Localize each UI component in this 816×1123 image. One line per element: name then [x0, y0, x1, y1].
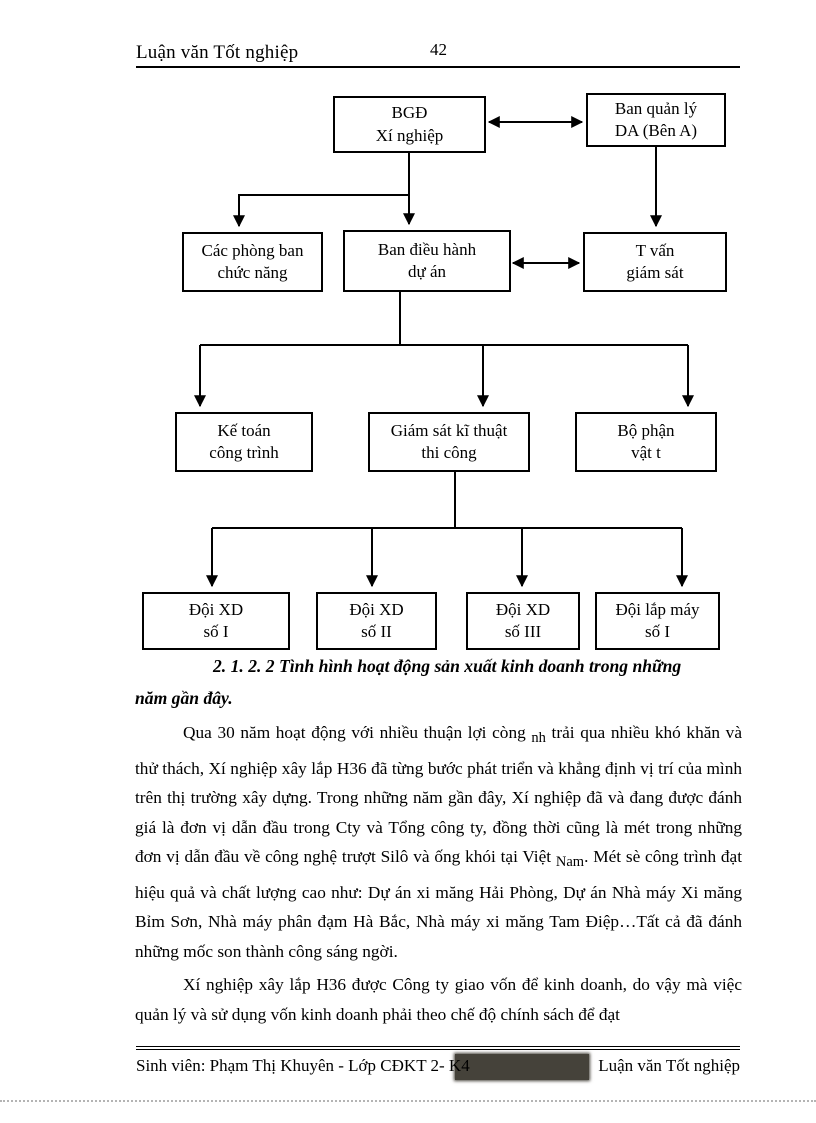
org-box-label: số I: [644, 622, 671, 641]
org-box-label: Đội XD: [495, 599, 551, 619]
org-box-doi-xd-3: Đội XD số III: [466, 592, 580, 650]
org-box-ban-dieu-hanh: Ban điều hành dự án: [343, 230, 511, 292]
org-box-label: Đội XD: [188, 599, 244, 619]
header-title: Luận văn Tốt nghiệp: [136, 42, 299, 63]
paragraph-1: Qua 30 năm hoạt động với nhiều thuận lợi…: [135, 718, 742, 966]
org-box-bgd-xi-nghiep: BGĐ Xí nghiệp: [333, 96, 486, 153]
org-box-label: Đội XD: [349, 599, 404, 619]
org-box-giam-sat-ki-thuat: Giám sát kĩ thuật thi công: [368, 412, 530, 472]
section-heading-line2: năm gần đây.: [135, 688, 233, 708]
paragraph-text: Qua 30 năm hoạt động với nhiều thuận lợi…: [183, 723, 532, 742]
section-heading: 2. 1. 2. 2 Tình hình hoạt động sản xuất …: [135, 650, 742, 714]
footer-right: Luận văn Tốt nghiệp: [598, 1056, 740, 1075]
org-box-label: thi công: [421, 443, 477, 462]
header-rule: [136, 66, 740, 68]
org-box-doi-lap-may: Đội lắp máy số I: [595, 592, 720, 650]
org-box-tu-van-giam-sat: T vấn giám sát: [583, 232, 727, 292]
paragraph-text: Nam: [555, 854, 585, 870]
footer-shade-artifact: [455, 1054, 589, 1080]
org-box-label: Các phòng ban: [201, 240, 304, 260]
org-box-label: Xí nghiệp: [375, 125, 444, 145]
section-heading-line1: 2. 1. 2. 2 Tình hình hoạt động sản xuất …: [213, 656, 682, 676]
footer-left: Sinh viên: Phạm Thị Khuyên - Lớp CĐKT 2-…: [136, 1056, 470, 1075]
footer-rule: [136, 1046, 740, 1050]
org-box-label: Bộ phận: [617, 420, 675, 440]
org-box-label: Kế toán: [217, 420, 271, 440]
page-number: 42: [430, 40, 447, 59]
paragraph-text: trải qua nhiều khó khăn và thử thách, Xí…: [135, 723, 742, 866]
org-box-label: chức năng: [217, 263, 288, 282]
org-box-label: Giám sát kĩ thuật: [390, 420, 508, 440]
org-box-label: số II: [361, 622, 392, 641]
footer: Sinh viên: Phạm Thị Khuyên - Lớp CĐKT 2-…: [136, 1056, 740, 1076]
org-box-label: Đội lắp máy: [615, 599, 700, 619]
paragraph-text: nh: [531, 730, 546, 746]
org-box-label: công trình: [209, 443, 279, 462]
org-box-label: Ban quản lý: [614, 98, 698, 118]
org-box-doi-xd-1: Đội XD số I: [142, 592, 290, 650]
org-box-doi-xd-2: Đội XD số II: [316, 592, 437, 650]
org-box-label: BGĐ: [391, 103, 428, 123]
paragraph-text: . Mét sè công trình đạt hiệu quả và chất…: [135, 847, 743, 961]
org-box-ke-toan: Kế toán công trình: [175, 412, 313, 472]
org-box-label: DA (Bên A): [614, 121, 698, 140]
org-box-label: T vấn: [635, 240, 675, 260]
org-box-label: giám sát: [626, 263, 684, 282]
org-box-label: Ban điều hành: [377, 239, 477, 259]
org-box-bo-phan-vat-tu: Bộ phận vật t: [575, 412, 717, 472]
org-box-ban-quan-ly-da: Ban quản lý DA (Bên A): [586, 93, 726, 147]
bottom-dotted-line: [0, 1100, 816, 1102]
org-box-cac-phong-ban: Các phòng ban chức năng: [182, 232, 323, 292]
body-text: 2. 1. 2. 2 Tình hình hoạt động sản xuất …: [135, 650, 742, 1029]
org-box-label: vật t: [631, 443, 661, 462]
org-box-label: số III: [504, 622, 542, 641]
paragraph-2: Xí nghiệp xây lắp H36 được Công ty giao …: [135, 975, 742, 1024]
org-box-label: số I: [203, 622, 229, 641]
org-box-label: dự án: [407, 262, 446, 281]
